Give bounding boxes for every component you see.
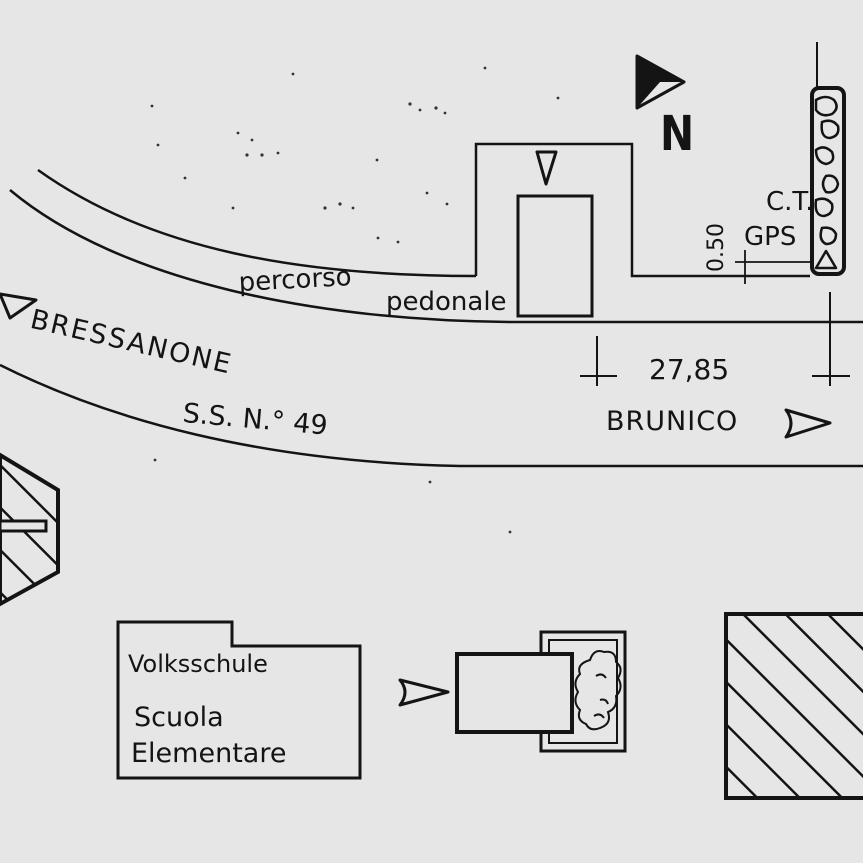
entrance-arrow-icon	[535, 150, 558, 186]
garden-building	[455, 630, 627, 753]
footpath-label-2: pedonale	[386, 287, 507, 317]
ct-label: C.T.	[766, 187, 814, 217]
footpath-inner-edge	[37, 168, 477, 278]
hatched-building-east	[724, 612, 863, 800]
kiosk-building	[516, 194, 594, 318]
distance-label: 27,85	[649, 353, 730, 386]
school-label-de: Volksschule	[128, 650, 268, 678]
plot-outline	[474, 142, 810, 278]
offset-label: 0.50	[704, 223, 729, 272]
school-arrow-icon	[398, 678, 450, 707]
tree-icon	[574, 650, 622, 731]
gps-label: GPS	[744, 222, 797, 252]
road-north-edge	[9, 189, 863, 324]
brunico-label: BRUNICO	[606, 406, 739, 437]
distance-dimension	[580, 292, 850, 386]
school-building	[116, 620, 362, 780]
hatched-building-west	[0, 452, 60, 607]
west-arrow-icon	[0, 292, 38, 320]
offset-dimension	[735, 250, 810, 284]
vegetation-dots	[150, 66, 560, 534]
north-label: N	[660, 106, 695, 162]
footpath-label-1: percorso	[237, 262, 353, 298]
road-ss49	[0, 168, 863, 468]
school-label-it-1: Scuola	[134, 702, 224, 733]
north-arrow-icon	[635, 54, 686, 110]
road-south-edge	[0, 363, 863, 468]
school-label-it-2: Elementare	[131, 738, 287, 769]
stone-wall	[810, 86, 846, 276]
east-arrow-icon	[784, 408, 832, 439]
survey-point-icon	[814, 249, 838, 270]
